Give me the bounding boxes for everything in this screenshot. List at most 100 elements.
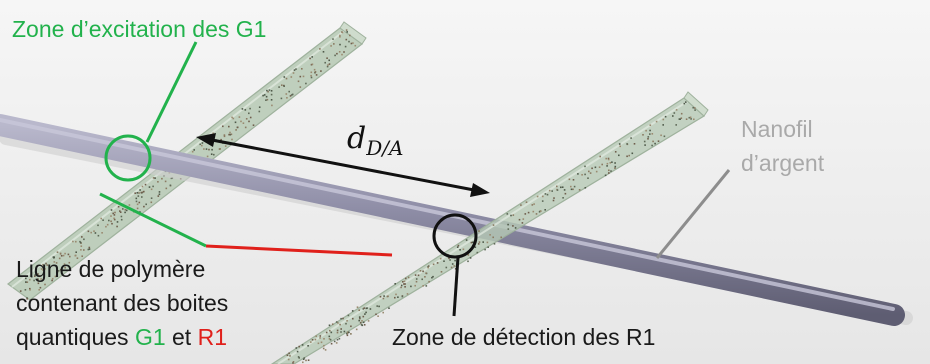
quantum-dot xyxy=(330,342,333,345)
quantum-dot xyxy=(105,225,107,228)
quantum-dot xyxy=(346,320,348,322)
quantum-dot xyxy=(548,189,551,192)
quantum-dot xyxy=(570,188,573,191)
quantum-dot xyxy=(330,331,333,334)
quantum-dot xyxy=(212,132,214,135)
quantum-dot xyxy=(649,129,651,132)
quantum-dot xyxy=(589,172,592,174)
quantum-dot xyxy=(692,106,694,109)
quantum-dot xyxy=(507,223,509,226)
quantum-dot xyxy=(362,315,365,318)
quantum-dot xyxy=(427,266,429,269)
quantum-dot xyxy=(19,290,22,292)
quantum-dot xyxy=(287,358,290,361)
quantum-dot xyxy=(493,243,496,245)
quantum-dot xyxy=(649,133,651,135)
quantum-dot xyxy=(546,193,549,196)
quantum-dot xyxy=(58,257,61,260)
quantum-dot xyxy=(520,204,522,206)
quantum-dot xyxy=(199,143,201,146)
silver-nanowire-label: Nanofil d’argent xyxy=(741,112,824,180)
quantum-dot xyxy=(327,64,329,66)
quantum-dot xyxy=(556,185,558,188)
quantum-dot xyxy=(506,213,509,215)
quantum-dot xyxy=(203,148,205,150)
quantum-dot xyxy=(484,248,486,251)
quantum-dot xyxy=(40,268,43,270)
polymer-leader-green xyxy=(99,192,207,248)
quantum-dots-right xyxy=(286,101,696,364)
polymer-label-line-1: Ligne de polymère xyxy=(16,256,206,282)
quantum-dot xyxy=(347,314,350,317)
quantum-dot xyxy=(607,157,610,160)
quantum-dot xyxy=(152,185,154,188)
quantum-dot xyxy=(425,272,427,274)
quantum-dot xyxy=(608,172,610,174)
quantum-dot xyxy=(584,173,586,176)
quantum-dot xyxy=(376,305,378,307)
quantum-dot xyxy=(492,224,495,226)
quantum-dot xyxy=(30,276,33,278)
quantum-dot xyxy=(680,117,683,119)
quantum-dot xyxy=(302,361,304,364)
quantum-dot xyxy=(614,162,616,164)
quantum-dot xyxy=(325,331,328,334)
quantum-dot xyxy=(238,116,241,118)
quantum-dot xyxy=(512,214,515,216)
quantum-dot xyxy=(64,252,66,255)
quantum-dot xyxy=(266,89,268,92)
quantum-dot xyxy=(315,335,317,337)
quantum-dot xyxy=(336,329,339,332)
quantum-dot xyxy=(683,102,686,105)
quantum-dot xyxy=(241,108,244,110)
quantum-dot xyxy=(541,200,544,202)
quantum-dot xyxy=(462,248,465,251)
quantum-dot xyxy=(90,231,92,234)
quantum-dot xyxy=(336,52,338,55)
quantum-dot xyxy=(299,75,302,78)
quantum-dot xyxy=(69,255,71,258)
quantum-dot xyxy=(626,155,628,158)
quantum-dot xyxy=(232,117,235,120)
quantum-dot xyxy=(135,200,138,203)
quantum-dot xyxy=(425,285,428,287)
quantum-dot xyxy=(244,126,247,129)
quantum-dot xyxy=(258,106,261,108)
quantum-dot xyxy=(248,120,250,123)
polymer-label-r1: R1 xyxy=(197,324,227,350)
quantum-dot xyxy=(407,276,410,279)
quantum-dot xyxy=(292,72,295,74)
quantum-dot xyxy=(328,63,331,65)
quantum-dot xyxy=(134,192,136,194)
quantum-dot xyxy=(119,211,122,213)
quantum-dot xyxy=(352,317,354,320)
quantum-dot xyxy=(323,338,325,340)
quantum-dot xyxy=(79,240,81,243)
quantum-dot xyxy=(339,323,341,326)
quantum-dot xyxy=(320,70,322,72)
polymer-label-line-2: contenant des boites xyxy=(16,290,229,316)
quantum-dot xyxy=(492,236,494,239)
quantum-dot xyxy=(379,295,382,298)
quantum-dot xyxy=(106,223,109,226)
quantum-dot xyxy=(51,277,54,280)
quantum-dot xyxy=(419,270,422,272)
quantum-dot xyxy=(201,142,204,144)
quantum-dot xyxy=(340,331,342,333)
quantum-dot xyxy=(206,155,209,158)
quantum-dot xyxy=(289,95,292,97)
quantum-dot xyxy=(37,278,39,280)
quantum-dot xyxy=(482,241,484,243)
polymer-label-word-et: et xyxy=(172,324,192,350)
quantum-dot xyxy=(39,286,42,289)
quantum-dot xyxy=(150,197,153,199)
quantum-dot xyxy=(346,31,348,33)
quantum-dot xyxy=(631,152,634,155)
quantum-dot xyxy=(299,86,302,88)
quantum-dot xyxy=(654,142,656,145)
quantum-dot xyxy=(363,307,366,309)
quantum-dot xyxy=(76,257,79,259)
quantum-dot xyxy=(573,185,576,188)
quantum-dot xyxy=(288,352,290,355)
quantum-dot xyxy=(572,179,575,181)
